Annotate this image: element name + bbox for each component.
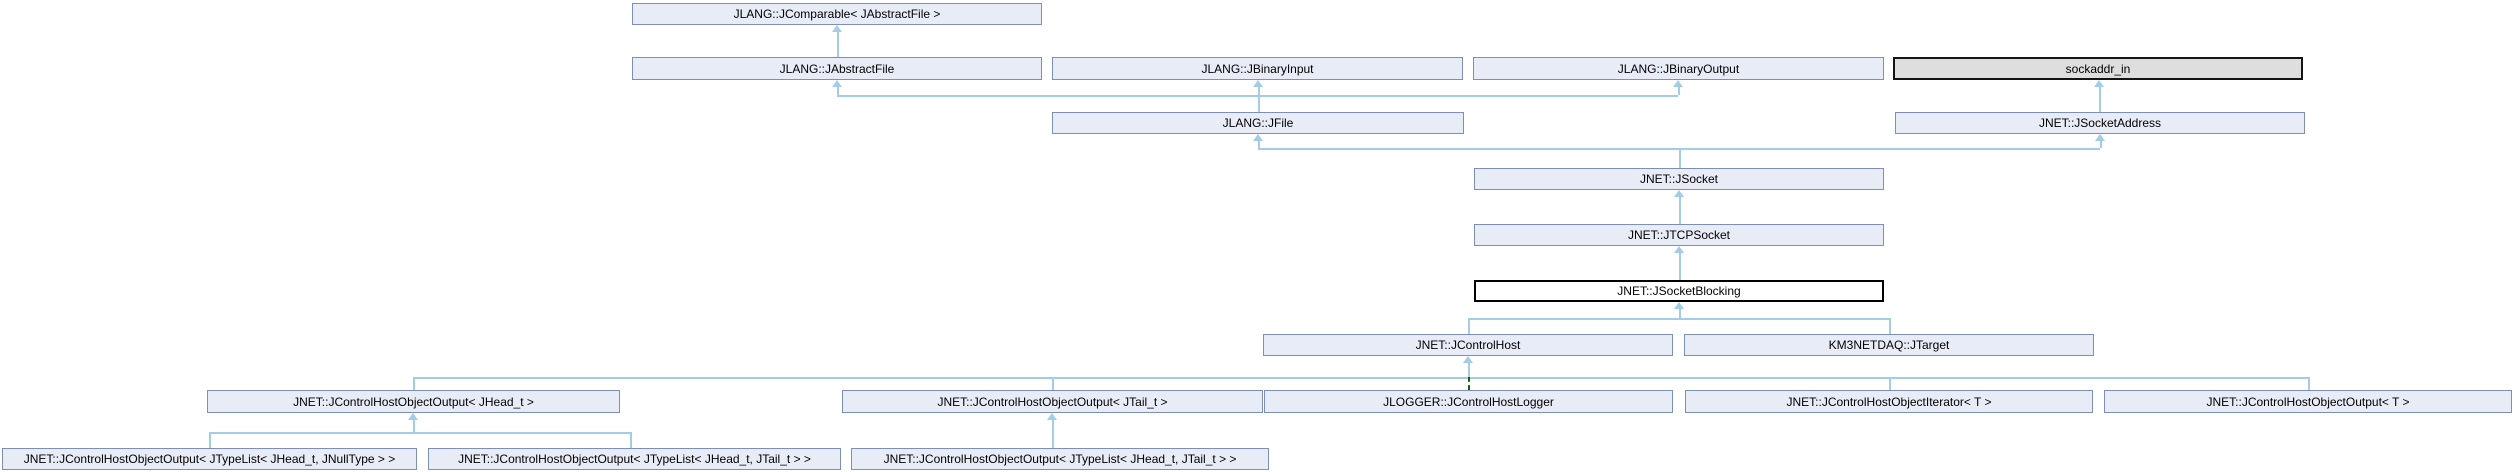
class-node-label: JLOGGER::JControlHostLogger [1383, 394, 1554, 409]
class-node-jfile[interactable]: JLANG::JFile [1052, 112, 1464, 134]
class-node-jabstractfile[interactable]: JLANG::JAbstractFile [632, 57, 1042, 80]
arrow-up-icon [1463, 356, 1473, 363]
inheritance-edge [2308, 377, 2310, 390]
class-node-label: JNET::JControlHostObjectIterator< T > [1786, 394, 1992, 409]
inheritance-edge [1258, 148, 2100, 150]
inheritance-edge [1679, 252, 1681, 280]
inheritance-edge [1468, 318, 1889, 320]
arrow-up-icon [1674, 246, 1684, 253]
inheritance-edge [1889, 318, 1891, 334]
arrow-up-icon [2094, 80, 2104, 87]
class-node-objectoutput-t[interactable]: JNET::JControlHostObjectOutput< T > [2104, 390, 2512, 413]
inheritance-edge [1679, 148, 1681, 168]
class-node-label: JLANG::JComparable< JAbstractFile > [733, 7, 941, 21]
class-node-label: JNET::JControlHost [1415, 338, 1521, 352]
inheritance-edge [630, 432, 632, 448]
class-node-label: JNET::JSocket [1639, 172, 1719, 186]
class-node-label: JNET::JControlHostObjectOutput< JHead_t … [293, 394, 534, 409]
class-node-label: sockaddr_in [2065, 61, 2131, 76]
class-node-jcontrolhostlogger[interactable]: JLOGGER::JControlHostLogger [1264, 390, 1673, 413]
arrow-up-icon [1674, 190, 1684, 197]
inheritance-edge [2100, 138, 2102, 148]
inheritance-edge [413, 377, 415, 390]
inheritance-edge [209, 432, 630, 434]
class-node-jtcpsocket[interactable]: JNET::JTCPSocket [1474, 224, 1884, 246]
inheritance-edge [1679, 196, 1681, 224]
class-node-jcontrolhost[interactable]: JNET::JControlHost [1263, 334, 1673, 356]
class-node-label: JNET::JControlHostObjectOutput< JTypeLis… [458, 452, 811, 466]
class-node-jsocketblocking: JNET::JSocketBlocking [1474, 280, 1884, 302]
class-node-out-jhead[interactable]: JNET::JControlHostObjectOutput< JHead_t … [207, 390, 620, 413]
class-node-label: JNET::JControlHostObjectOutput< JTail_t … [937, 394, 1168, 409]
inheritance-edge [1052, 419, 1054, 448]
class-node-label: JNET::JControlHostObjectOutput< JTypeLis… [883, 452, 1237, 466]
arrow-up-icon [1674, 302, 1684, 309]
protected-inheritance-edge [1468, 377, 1472, 390]
inheritance-edge [209, 432, 211, 448]
inheritance-edge [837, 84, 839, 95]
class-node-objectiterator-t[interactable]: JNET::JControlHostObjectIterator< T > [1685, 390, 2093, 413]
inheritance-edge [1678, 84, 1680, 95]
arrow-up-icon [832, 80, 842, 87]
class-node-sockaddr-in: sockaddr_in [1893, 57, 2303, 80]
class-node-label: JLANG::JFile [1222, 116, 1294, 130]
inheritance-edge [1052, 377, 1054, 390]
inheritance-edge [1889, 377, 1891, 390]
class-node-out-typelist-null[interactable]: JNET::JControlHostObjectOutput< JTypeLis… [2, 448, 417, 470]
arrow-up-icon [1047, 413, 1057, 420]
inheritance-edge [413, 419, 415, 432]
inheritance-edge [1468, 318, 1470, 334]
inheritance-edge [413, 377, 2308, 379]
class-node-jsocketaddress[interactable]: JNET::JSocketAddress [1895, 112, 2305, 134]
arrow-up-icon [408, 413, 418, 420]
inheritance-edge [1468, 362, 1470, 377]
class-node-jtarget[interactable]: KM3NETDAQ::JTarget [1684, 334, 2094, 356]
class-node-out-typelist-tail1[interactable]: JNET::JControlHostObjectOutput< JTypeLis… [428, 448, 841, 470]
class-node-label: KM3NETDAQ::JTarget [1828, 338, 1950, 352]
class-node-jsocket[interactable]: JNET::JSocket [1474, 168, 1884, 190]
arrow-up-icon [1253, 134, 1263, 141]
class-node-label: JLANG::JBinaryOutput [1617, 61, 1740, 76]
class-node-out-typelist-tail2[interactable]: JNET::JControlHostObjectOutput< JTypeLis… [851, 448, 1269, 470]
inheritance-edge [2099, 84, 2101, 112]
class-node-label: JLANG::JAbstractFile [779, 61, 895, 76]
inheritance-edge [1258, 84, 1260, 112]
class-node-jbinaryinput[interactable]: JLANG::JBinaryInput [1052, 57, 1463, 80]
inheritance-edge [1258, 138, 1260, 148]
inheritance-edge [837, 95, 1678, 97]
class-node-label: JNET::JControlHostObjectOutput< JTypeLis… [23, 452, 396, 466]
arrow-up-icon [1253, 80, 1263, 87]
class-node-label: JNET::JControlHostObjectOutput< T > [2206, 394, 2410, 409]
class-node-label: JNET::JTCPSocket [1627, 228, 1731, 242]
inheritance-edge [1679, 308, 1681, 318]
class-node-jbinaryoutput[interactable]: JLANG::JBinaryOutput [1473, 57, 1884, 80]
class-node-label: JLANG::JBinaryInput [1201, 61, 1314, 76]
class-node-jcomparable[interactable]: JLANG::JComparable< JAbstractFile > [632, 3, 1042, 25]
class-node-label: JNET::JSocketBlocking [1617, 284, 1741, 298]
class-node-out-jtail[interactable]: JNET::JControlHostObjectOutput< JTail_t … [842, 390, 1263, 413]
inheritance-edge [837, 29, 839, 57]
arrow-up-icon [832, 25, 842, 32]
class-node-label: JNET::JSocketAddress [2038, 116, 2162, 130]
arrow-up-icon [2095, 134, 2105, 141]
arrow-up-icon [1673, 80, 1683, 87]
